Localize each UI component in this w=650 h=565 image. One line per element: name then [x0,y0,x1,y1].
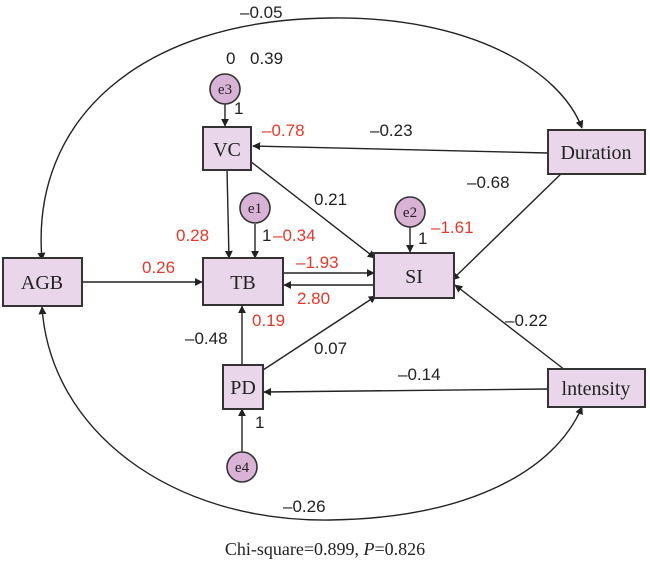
error-e3-label: e3 [218,82,232,98]
label-pd-si: 0.07 [314,339,347,358]
label-duration-vc: –0.23 [370,121,413,140]
error-e2: e2 [394,196,426,228]
label-pd-r2: 0.19 [252,311,285,330]
node-agb-label: AGB [21,272,63,294]
p-symbol: P [362,539,374,559]
label-si-r2: –1.61 [431,218,474,237]
node-vc: VC [202,126,252,171]
covariance-agb-duration [37,17,584,261]
path-intensity-si [454,284,566,371]
label-e4-pd: 1 [255,413,264,432]
label-pd-tb: –0.48 [185,329,228,348]
error-e3: e3 [209,73,241,105]
p-value-text: =0.826 [374,539,425,559]
node-duration: Duration [547,129,646,175]
node-si-label: SI [405,266,423,288]
node-tb-label: TB [230,272,256,294]
covariance-agb-intensity [38,306,583,521]
error-e4-label: e4 [235,460,250,476]
path-vc-tb [224,168,233,259]
path-pd-si [259,295,377,373]
label-agb-duration: –0.05 [240,3,283,22]
label-e1-tb: 1 [262,226,271,245]
path-duration-si [451,169,566,281]
error-e4: e4 [226,451,258,483]
error-e2-label: e2 [403,205,417,221]
label-intensity-pd: –0.14 [398,365,441,384]
node-pd: PD [222,364,264,410]
label-vc-r2: –0.78 [262,121,305,140]
label-duration-si: –0.68 [467,173,510,192]
label-e2-si: 1 [418,229,427,248]
path-duration-vc [252,142,549,154]
error-e1: e1 [239,192,271,224]
error-e1-label: e1 [248,201,262,217]
label-intensity-si: –0.22 [505,311,548,330]
label-vc-tb: 0.28 [176,226,209,245]
label-vc-si: 0.21 [314,190,347,209]
fit-statistics: Chi-square=0.899, P=0.826 [225,539,425,559]
label-agb-tb: 0.26 [142,258,175,277]
node-vc-label: VC [213,139,241,161]
node-pd-label: PD [230,377,256,399]
label-e3-mean: 0 [226,49,235,68]
node-agb: AGB [2,257,83,307]
label-e3-vc: 1 [234,99,243,118]
label-agb-intensity: –0.26 [283,497,326,516]
node-intensity-label: lntensity [562,378,631,400]
node-intensity: lntensity [547,368,646,408]
path-intensity-pd [263,387,549,396]
node-si: SI [373,252,455,299]
label-tb-r2: –0.34 [273,226,316,245]
label-e3-variance: 0.39 [250,49,283,68]
label-si-tb: 2.80 [297,289,330,308]
node-tb: TB [202,257,284,306]
node-duration-label: Duration [560,142,631,164]
chi-square-text: Chi-square=0.899, [225,539,364,559]
label-tb-si: –1.93 [296,253,339,272]
path-vc-si [249,160,376,259]
